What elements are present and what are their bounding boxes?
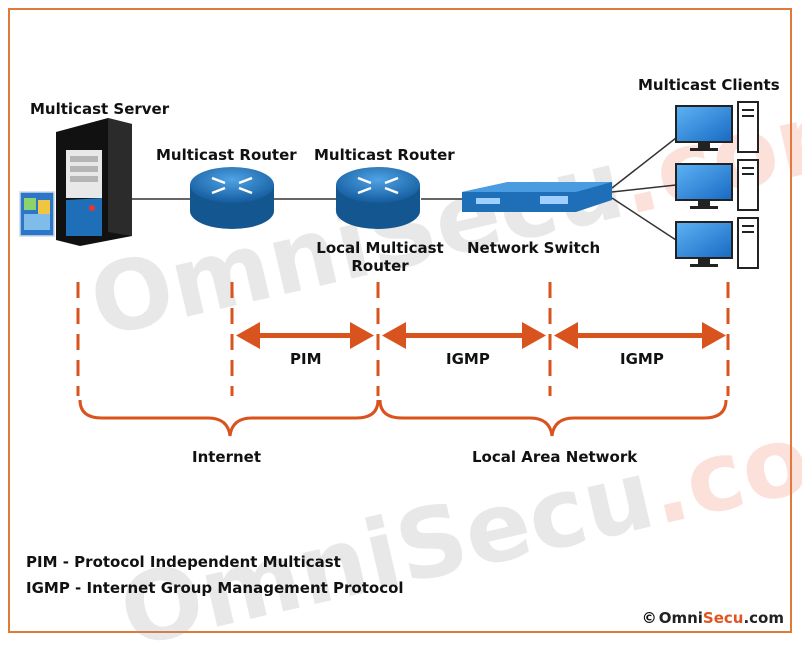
connection-lines — [126, 137, 677, 241]
arrow-igmp-1 — [382, 322, 546, 349]
client-computer-icon-3 — [675, 217, 759, 269]
label-internet: Internet — [192, 448, 262, 466]
copyright-tld: .com — [743, 609, 784, 627]
guide-lines — [76, 282, 730, 396]
label-igmp-2: IGMP — [620, 350, 664, 368]
arrow-igmp-2 — [554, 322, 726, 349]
brace-lan — [378, 399, 728, 437]
server-icon — [19, 118, 132, 246]
label-local-multicast-router-line2: Router — [351, 257, 409, 275]
brace-internet — [78, 399, 380, 437]
client-computer-icon-1 — [675, 101, 759, 153]
label-multicast-clients: Multicast Clients — [638, 76, 780, 94]
switch-icon — [462, 182, 612, 212]
diagram-canvas — [19, 101, 759, 437]
copyright-brand-a: Omni — [658, 609, 703, 627]
label-network-switch: Network Switch — [467, 239, 601, 257]
legend-pim: PIM - Protocol Independent Multicast — [26, 553, 341, 571]
label-multicast-router-1: Multicast Router — [156, 146, 297, 164]
copyright-symbol: © — [641, 609, 657, 627]
label-pim: PIM — [290, 350, 322, 368]
label-local-area-network: Local Area Network — [472, 448, 638, 466]
label-multicast-server: Multicast Server — [30, 100, 170, 118]
router-icon-2 — [336, 167, 420, 229]
router-icon-1 — [190, 167, 274, 229]
label-local-multicast-router: Local Multicast Router — [310, 239, 450, 275]
label-multicast-router-2: Multicast Router — [314, 146, 455, 164]
copyright-notice: ©OmniSecu.com — [642, 609, 784, 627]
client-computer-icon-2 — [675, 159, 759, 211]
arrow-pim — [236, 322, 374, 349]
legend-igmp: IGMP - Internet Group Management Protoco… — [26, 579, 404, 597]
copyright-brand-b: Secu — [702, 609, 744, 627]
diagram-frame — [8, 8, 792, 633]
label-local-multicast-router-line1: Local Multicast — [316, 239, 444, 257]
label-igmp-1: IGMP — [446, 350, 490, 368]
